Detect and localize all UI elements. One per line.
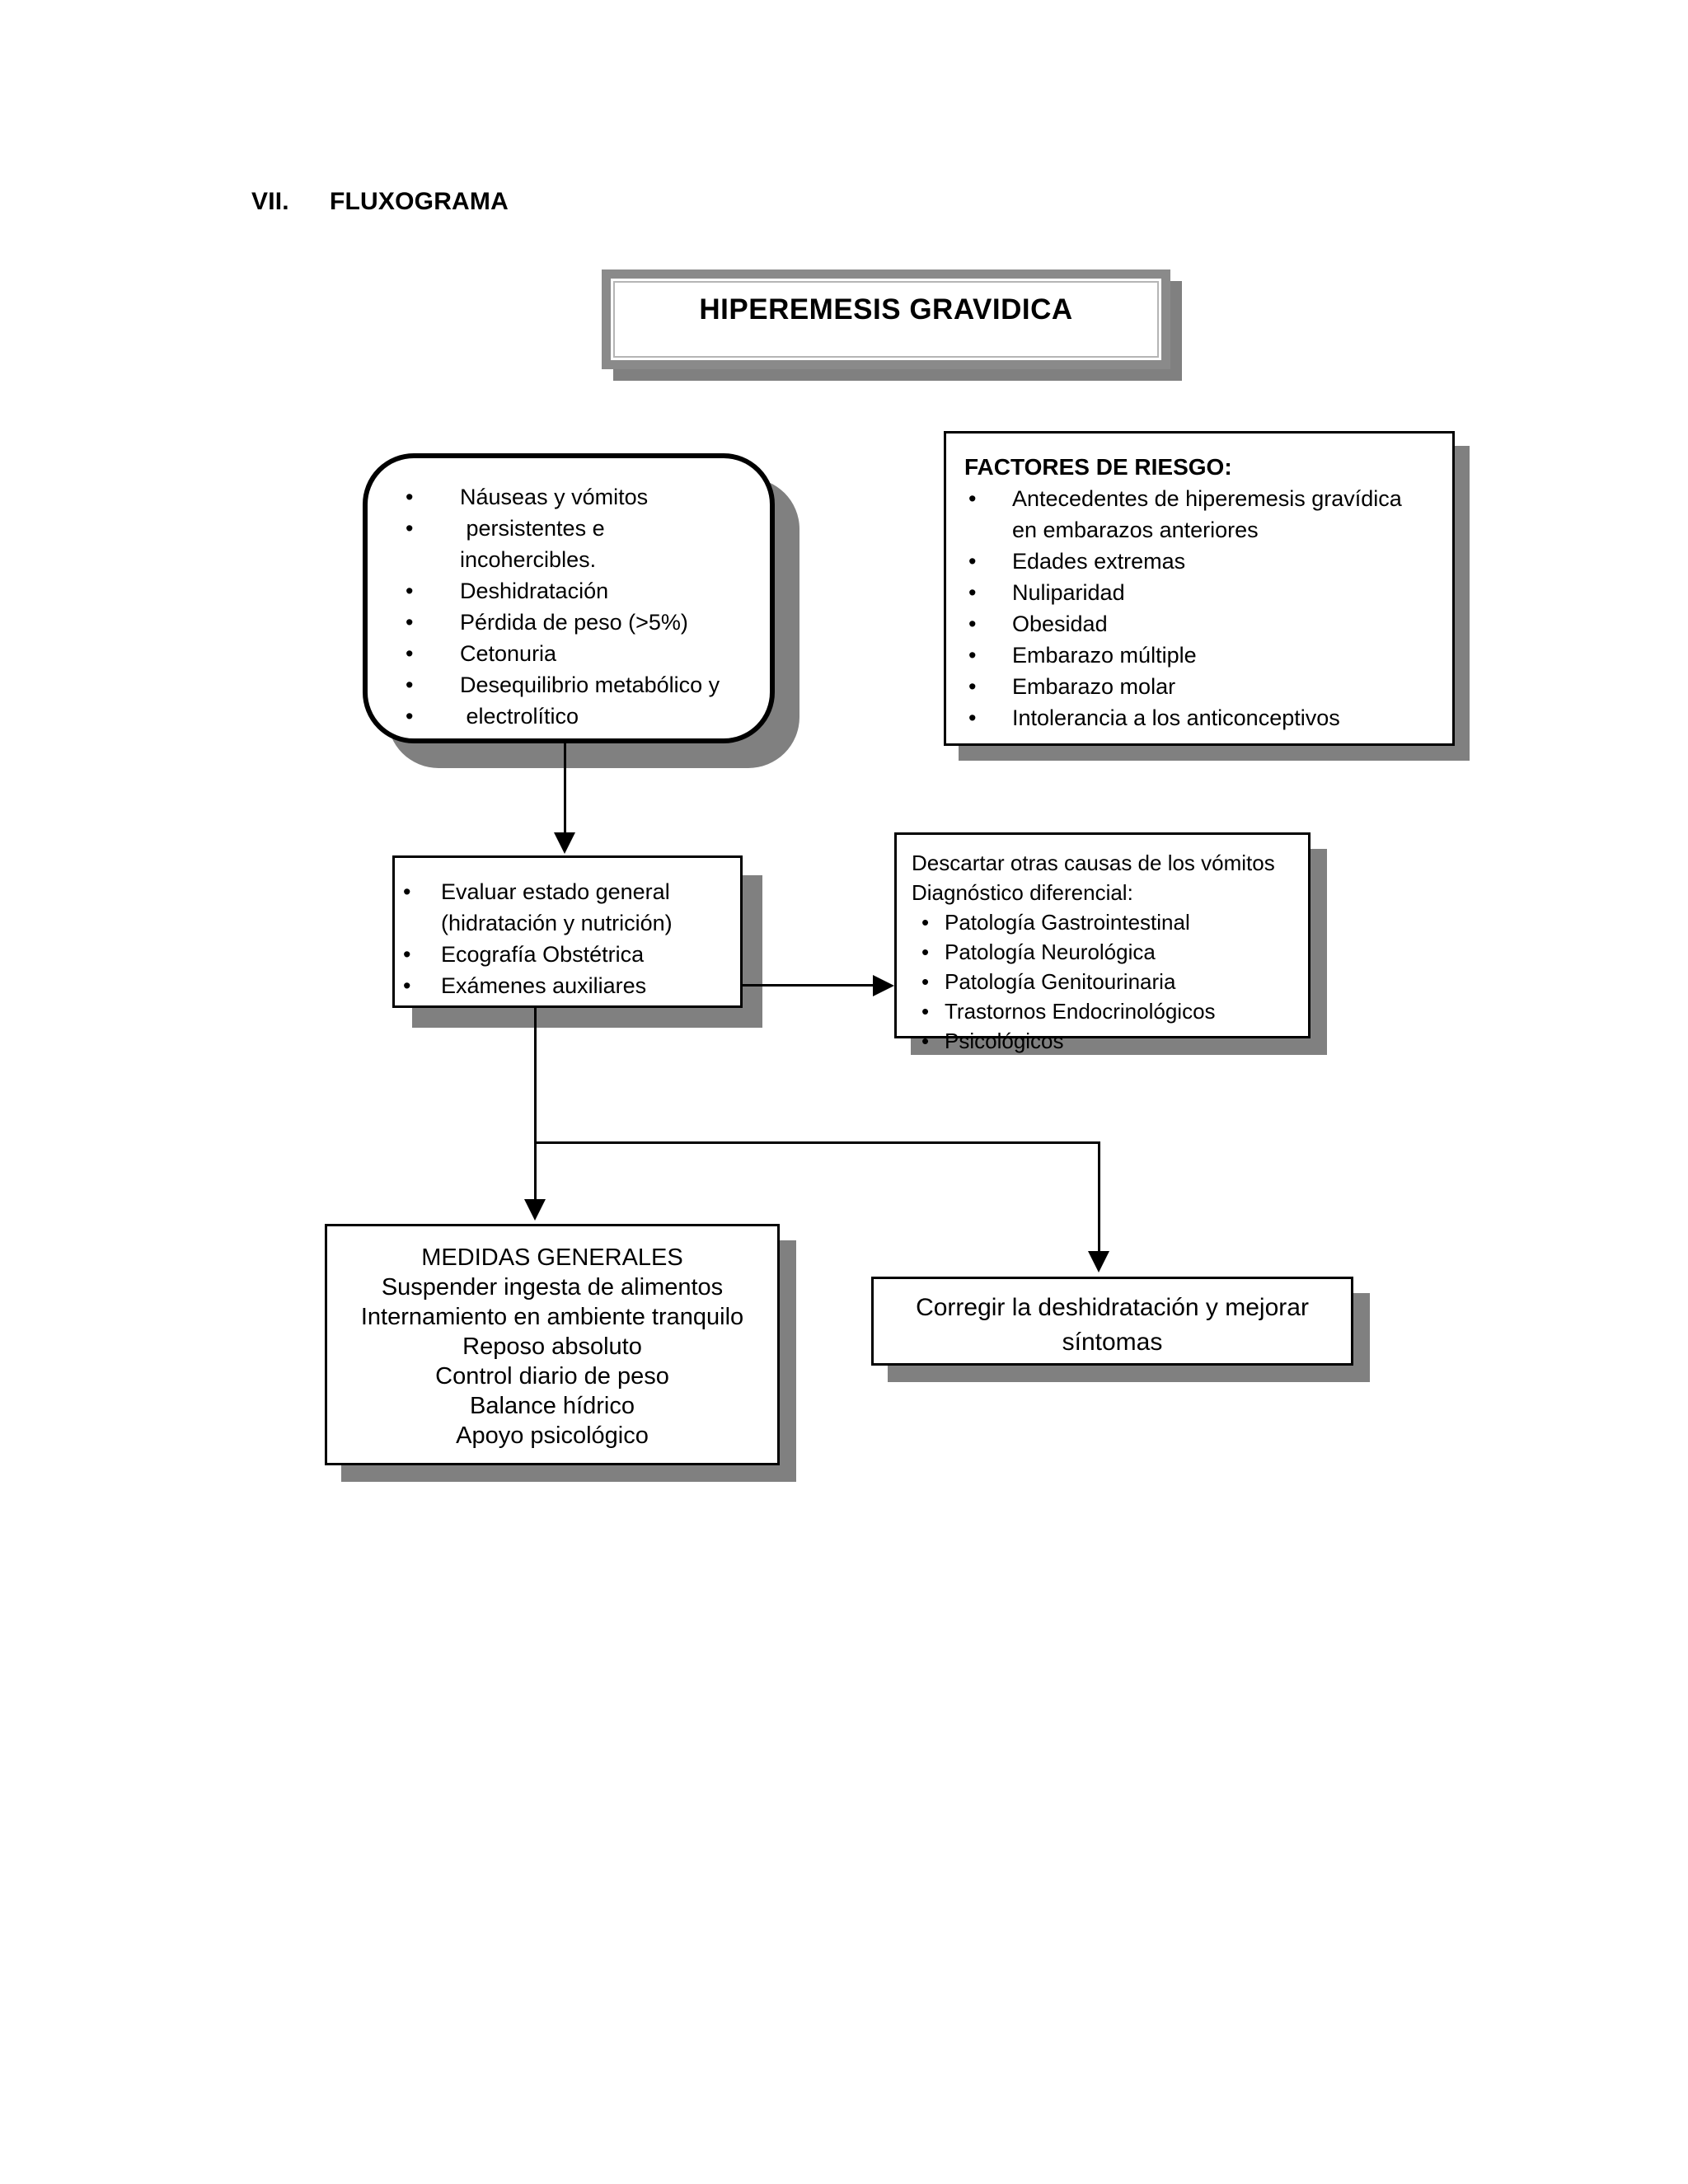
list-item: •Exámenes auxiliares	[401, 970, 740, 1001]
list-item: • persistentes e	[384, 513, 770, 544]
medidas-content: MEDIDAS GENERALES Suspender ingesta de a…	[327, 1243, 777, 1451]
bullet-icon: •	[921, 969, 930, 994]
section-number: VII.	[251, 188, 289, 215]
bullet-icon: •	[968, 674, 977, 699]
connector-branch-horizontal	[534, 1141, 1100, 1144]
diagram-title-text: HIPEREMESIS GRAVIDICA	[699, 293, 1073, 326]
medidas-line: Suspender ingesta de alimentos	[381, 1274, 724, 1301]
bullet-icon: •	[406, 579, 414, 603]
bullet-icon: •	[968, 705, 977, 730]
bullet-icon: •	[968, 486, 977, 511]
risk-factors-box: FACTORES DE RIESGO: •Antecedentes de hip…	[944, 431, 1455, 746]
list-item: •Embarazo molar	[964, 671, 1452, 702]
list-item: •Obesidad	[964, 608, 1452, 640]
bullet-icon: •	[403, 973, 411, 998]
section-heading: VII. FLUXOGRAMA	[251, 188, 509, 216]
medidas-line: MEDIDAS GENERALES	[421, 1244, 683, 1271]
arrowhead-eval-to-ddx	[873, 975, 894, 996]
list-item: • electrolítico	[384, 701, 770, 732]
corregir-line: síntomas	[1062, 1329, 1163, 1356]
ddx-list: •Patología Gastrointestinal •Patología N…	[912, 907, 1308, 1056]
bullet-icon: •	[921, 910, 930, 935]
general-measures-box: MEDIDAS GENERALES Suspender ingesta de a…	[325, 1224, 780, 1465]
evaluation-list: •Evaluar estado general (hidratación y n…	[401, 876, 740, 1001]
ddx-content: Descartar otras causas de los vómitos Di…	[912, 848, 1308, 1056]
connector-symptoms-to-eval	[564, 743, 566, 834]
bullet-icon: •	[403, 942, 411, 967]
arrowhead-symptoms-to-eval	[554, 832, 575, 854]
bullet-icon: •	[921, 999, 930, 1024]
bullet-icon: •	[406, 641, 414, 666]
bullet-icon: •	[406, 610, 414, 635]
corregir-line: Corregir la deshidratación y mejorar	[916, 1294, 1309, 1321]
symptoms-list: •Náuseas y vómitos • persistentes e inco…	[384, 481, 770, 732]
list-item: •Ecografía Obstétrica	[401, 939, 740, 970]
connector-eval-to-ddx	[743, 984, 874, 987]
medidas-line: Balance hídrico	[470, 1393, 635, 1419]
symptoms-box: •Náuseas y vómitos • persistentes e inco…	[363, 453, 775, 743]
bullet-icon: •	[406, 704, 414, 729]
bullet-icon: •	[406, 516, 414, 541]
rehydration-box: Corregir la deshidratación y mejorar sín…	[871, 1277, 1353, 1366]
bullet-icon: •	[968, 580, 977, 605]
risk-factors-list: •Antecedentes de hiperemesis gravídica e…	[964, 483, 1452, 733]
bullet-icon: •	[403, 879, 411, 904]
list-item: •Evaluar estado general	[401, 876, 740, 907]
list-item: •Pérdida de peso (>5%)	[384, 607, 770, 638]
bullet-icon: •	[968, 549, 977, 574]
evaluation-box: •Evaluar estado general (hidratación y n…	[392, 855, 743, 1008]
corregir-content: Corregir la deshidratación y mejorar sín…	[874, 1291, 1351, 1360]
connector-to-corregir	[1098, 1141, 1100, 1253]
list-item: •Deshidratación	[384, 575, 770, 607]
differential-diagnosis-box: Descartar otras causas de los vómitos Di…	[894, 832, 1311, 1053]
list-item: •Edades extremas	[964, 546, 1452, 577]
section-title: FLUXOGRAMA	[330, 188, 509, 215]
medidas-line: Control diario de peso	[435, 1363, 669, 1390]
bullet-icon: •	[968, 643, 977, 668]
arrowhead-to-medidas	[524, 1199, 546, 1221]
diagram-title-box: HIPEREMESIS GRAVIDICA	[602, 269, 1170, 369]
bullet-icon: •	[921, 1029, 930, 1053]
list-item: •Náuseas y vómitos	[384, 481, 770, 513]
bullet-icon: •	[406, 673, 414, 697]
list-item: •Antecedentes de hiperemesis gravídica	[964, 483, 1452, 514]
risk-factors-heading: FACTORES DE RIESGO:	[964, 454, 1232, 480]
connector-eval-down	[534, 1008, 537, 1144]
medidas-line: Apoyo psicológico	[456, 1422, 649, 1449]
list-item: •Trastornos Endocrinológicos	[912, 996, 1308, 1026]
medidas-line: Internamiento en ambiente tranquilo	[360, 1304, 744, 1330]
list-item: •Patología Genitourinaria	[912, 967, 1308, 996]
medidas-line: Reposo absoluto	[462, 1333, 642, 1360]
list-item: •Desequilibrio metabólico y	[384, 669, 770, 701]
list-item: en embarazos anteriores	[1012, 518, 1259, 542]
list-item: •Patología Gastrointestinal	[912, 907, 1308, 937]
ddx-line: Descartar otras causas de los vómitos	[912, 851, 1275, 875]
list-item: •Cetonuria	[384, 638, 770, 669]
connector-to-medidas	[534, 1141, 537, 1212]
list-item: •Nuliparidad	[964, 577, 1452, 608]
list-item: •Psicológicos	[912, 1026, 1308, 1056]
bullet-icon: •	[968, 612, 977, 636]
ddx-line: Diagnóstico diferencial:	[912, 880, 1133, 905]
list-item: incohercibles.	[460, 547, 597, 572]
list-item: •Embarazo múltiple	[964, 640, 1452, 671]
list-item: •Patología Neurológica	[912, 937, 1308, 967]
bullet-icon: •	[406, 485, 414, 509]
list-item: •Intolerancia a los anticonceptivos	[964, 702, 1452, 733]
list-item: (hidratación y nutrición)	[441, 911, 673, 935]
bullet-icon: •	[921, 940, 930, 964]
arrowhead-to-corregir	[1088, 1251, 1109, 1272]
